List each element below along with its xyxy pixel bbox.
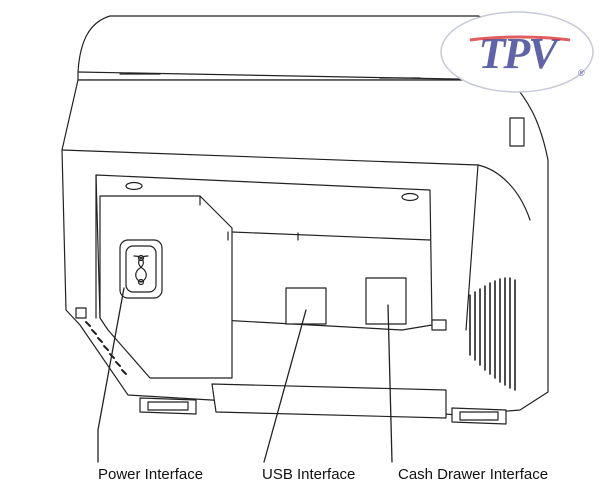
left-vents xyxy=(85,321,127,375)
cash-drawer-interface-label: Cash Drawer Interface xyxy=(398,466,549,483)
side-latch xyxy=(509,117,525,147)
right-vent-grille xyxy=(469,277,516,391)
power-interface-label: Power Interface xyxy=(98,466,204,483)
power-socket xyxy=(119,239,163,299)
usb-interface-label: USB Interface xyxy=(262,466,356,483)
brand-logo: TPV ® xyxy=(440,11,594,93)
bottom-label-plate xyxy=(211,383,447,419)
cash-drawer-port xyxy=(365,277,407,325)
logo-registered-mark: ® xyxy=(578,68,585,78)
usb-port xyxy=(285,287,327,325)
callout-leaders xyxy=(97,287,393,463)
